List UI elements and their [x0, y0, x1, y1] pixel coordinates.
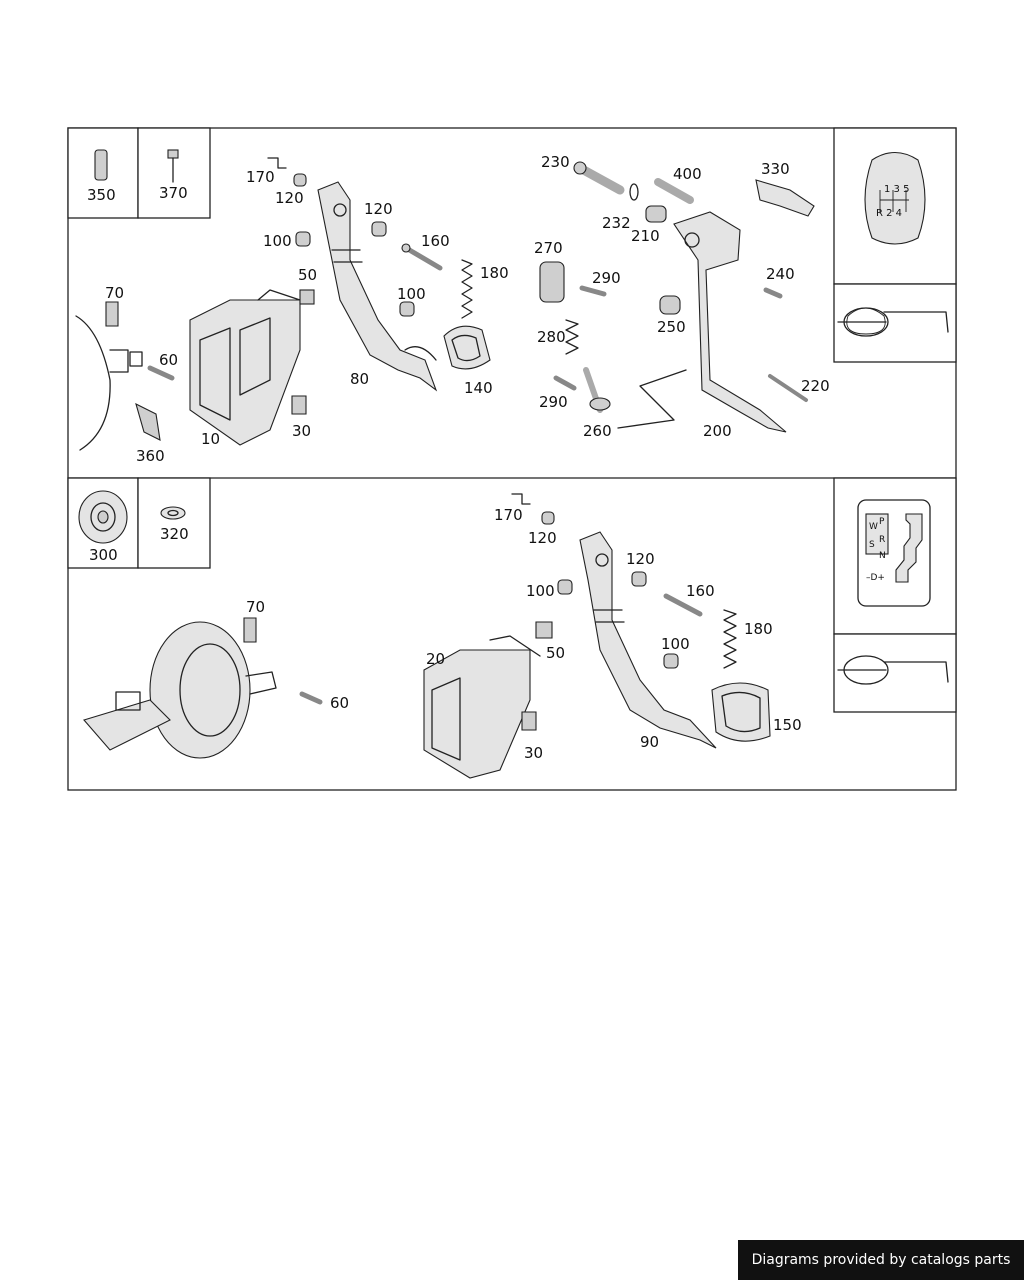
selector-lever-icon: W S P R N –D+	[857, 499, 931, 607]
callout-top-22: 210	[631, 227, 660, 245]
callout-bottom-7: 160	[686, 582, 715, 600]
callout-bottom-11: 100	[661, 635, 690, 653]
callout-top-31: 200	[703, 422, 732, 440]
callout-bottom-5: 120	[626, 550, 655, 568]
callout-top-6: 100	[263, 232, 292, 250]
callout-top-16: 30	[292, 422, 311, 440]
pedal-80	[317, 181, 438, 392]
part-box-320	[137, 477, 211, 569]
callout-top-23: 270	[534, 239, 563, 257]
selector-letter-s: S	[869, 540, 875, 550]
steering-wheel-icon-top	[837, 307, 949, 337]
callout-bottom-14: 30	[524, 744, 543, 762]
gear-knob-icon: 1 3 5 R 2 4	[864, 151, 926, 245]
callout-bottom-15: 90	[640, 733, 659, 751]
callout-bottom-13: 60	[330, 694, 349, 712]
steering-wheel-box-top	[833, 283, 957, 363]
callout-top-18: 230	[541, 153, 570, 171]
bearing-part-300	[78, 490, 128, 544]
callout-top-24: 290	[592, 269, 621, 287]
switch-330	[755, 179, 815, 217]
callout-top-20: 330	[761, 160, 790, 178]
callout-bottom-10: 50	[546, 644, 565, 662]
callout-top-8: 180	[480, 264, 509, 282]
callout-top-13: 80	[350, 370, 369, 388]
callout-bottom-1: 300	[89, 546, 118, 564]
gear-pattern-row1: 1 3 5	[884, 184, 909, 195]
bushings-top-left	[105, 157, 415, 441]
callout-bottom-9: 70	[246, 598, 265, 616]
callout-top-19: 400	[673, 165, 702, 183]
callout-top-11: 70	[105, 284, 124, 302]
callout-bottom-4: 120	[528, 529, 557, 547]
steering-wheel-icon-bottom	[837, 655, 949, 685]
pin-part-370	[167, 149, 179, 183]
callout-top-12: 60	[159, 351, 178, 369]
callout-bottom-2: 320	[160, 525, 189, 543]
callout-top-9: 50	[298, 266, 317, 284]
callout-top-26: 250	[657, 318, 686, 336]
brake-booster-top	[75, 315, 143, 451]
steering-wheel-box-bottom	[833, 633, 957, 713]
callout-top-21: 232	[602, 214, 631, 232]
callout-top-30: 260	[583, 422, 612, 440]
pedal-pad-150	[711, 682, 771, 742]
callout-bottom-12: 20	[426, 650, 445, 668]
callout-bottom-3: 170	[494, 506, 523, 524]
callout-top-1: 350	[87, 186, 116, 204]
pedal-200	[617, 211, 787, 433]
sleeve-part-350	[94, 149, 108, 181]
callout-bottom-8: 180	[744, 620, 773, 638]
selector-letter-w: W	[869, 522, 878, 532]
callouts-bottom: 300 320 170 120 120 100 160 180 70 50 10…	[89, 506, 802, 762]
pedal-90	[579, 531, 717, 749]
shaft-230	[573, 161, 639, 201]
selector-letter-p: P	[879, 517, 885, 527]
callout-top-27: 280	[537, 328, 566, 346]
callouts-top: 350 370 170 120 120 100 160 180 50 100 7…	[87, 153, 830, 465]
callout-bottom-16: 150	[773, 716, 802, 734]
part-box-370	[137, 127, 211, 219]
spring-180	[461, 259, 473, 319]
callout-top-29: 290	[539, 393, 568, 411]
callout-top-3: 170	[246, 168, 275, 186]
washer-part-320	[160, 506, 186, 520]
callout-top-25: 240	[766, 265, 795, 283]
spring-180-bottom	[723, 609, 737, 669]
bracket-10	[189, 289, 301, 446]
callout-top-7: 160	[421, 232, 450, 250]
selector-letter-d: –D+	[866, 573, 885, 583]
pedal-pad-140	[443, 325, 491, 370]
brake-booster-bottom	[83, 617, 323, 759]
automatic-selector-box	[833, 477, 957, 635]
selector-letter-n: N	[879, 551, 886, 561]
pin-400	[645, 178, 694, 223]
callout-top-5: 120	[364, 200, 393, 218]
callout-bottom-6: 100	[526, 582, 555, 600]
bushings-bottom	[511, 493, 703, 669]
callout-top-17: 360	[136, 447, 165, 465]
callout-top-28: 220	[801, 377, 830, 395]
bracket-20	[423, 621, 553, 779]
gear-pattern-row2: R 2 4	[876, 208, 902, 219]
callout-top-10: 100	[397, 285, 426, 303]
credit-banner: Diagrams provided by catalogs parts	[738, 1240, 1024, 1280]
callout-top-14: 140	[464, 379, 493, 397]
selector-letter-r: R	[879, 535, 885, 545]
switch-parts-top-right	[539, 261, 808, 413]
bolt-160	[401, 243, 443, 271]
callout-top-4: 120	[275, 189, 304, 207]
callout-top-15: 10	[201, 430, 220, 448]
callout-top-2: 370	[159, 184, 188, 202]
